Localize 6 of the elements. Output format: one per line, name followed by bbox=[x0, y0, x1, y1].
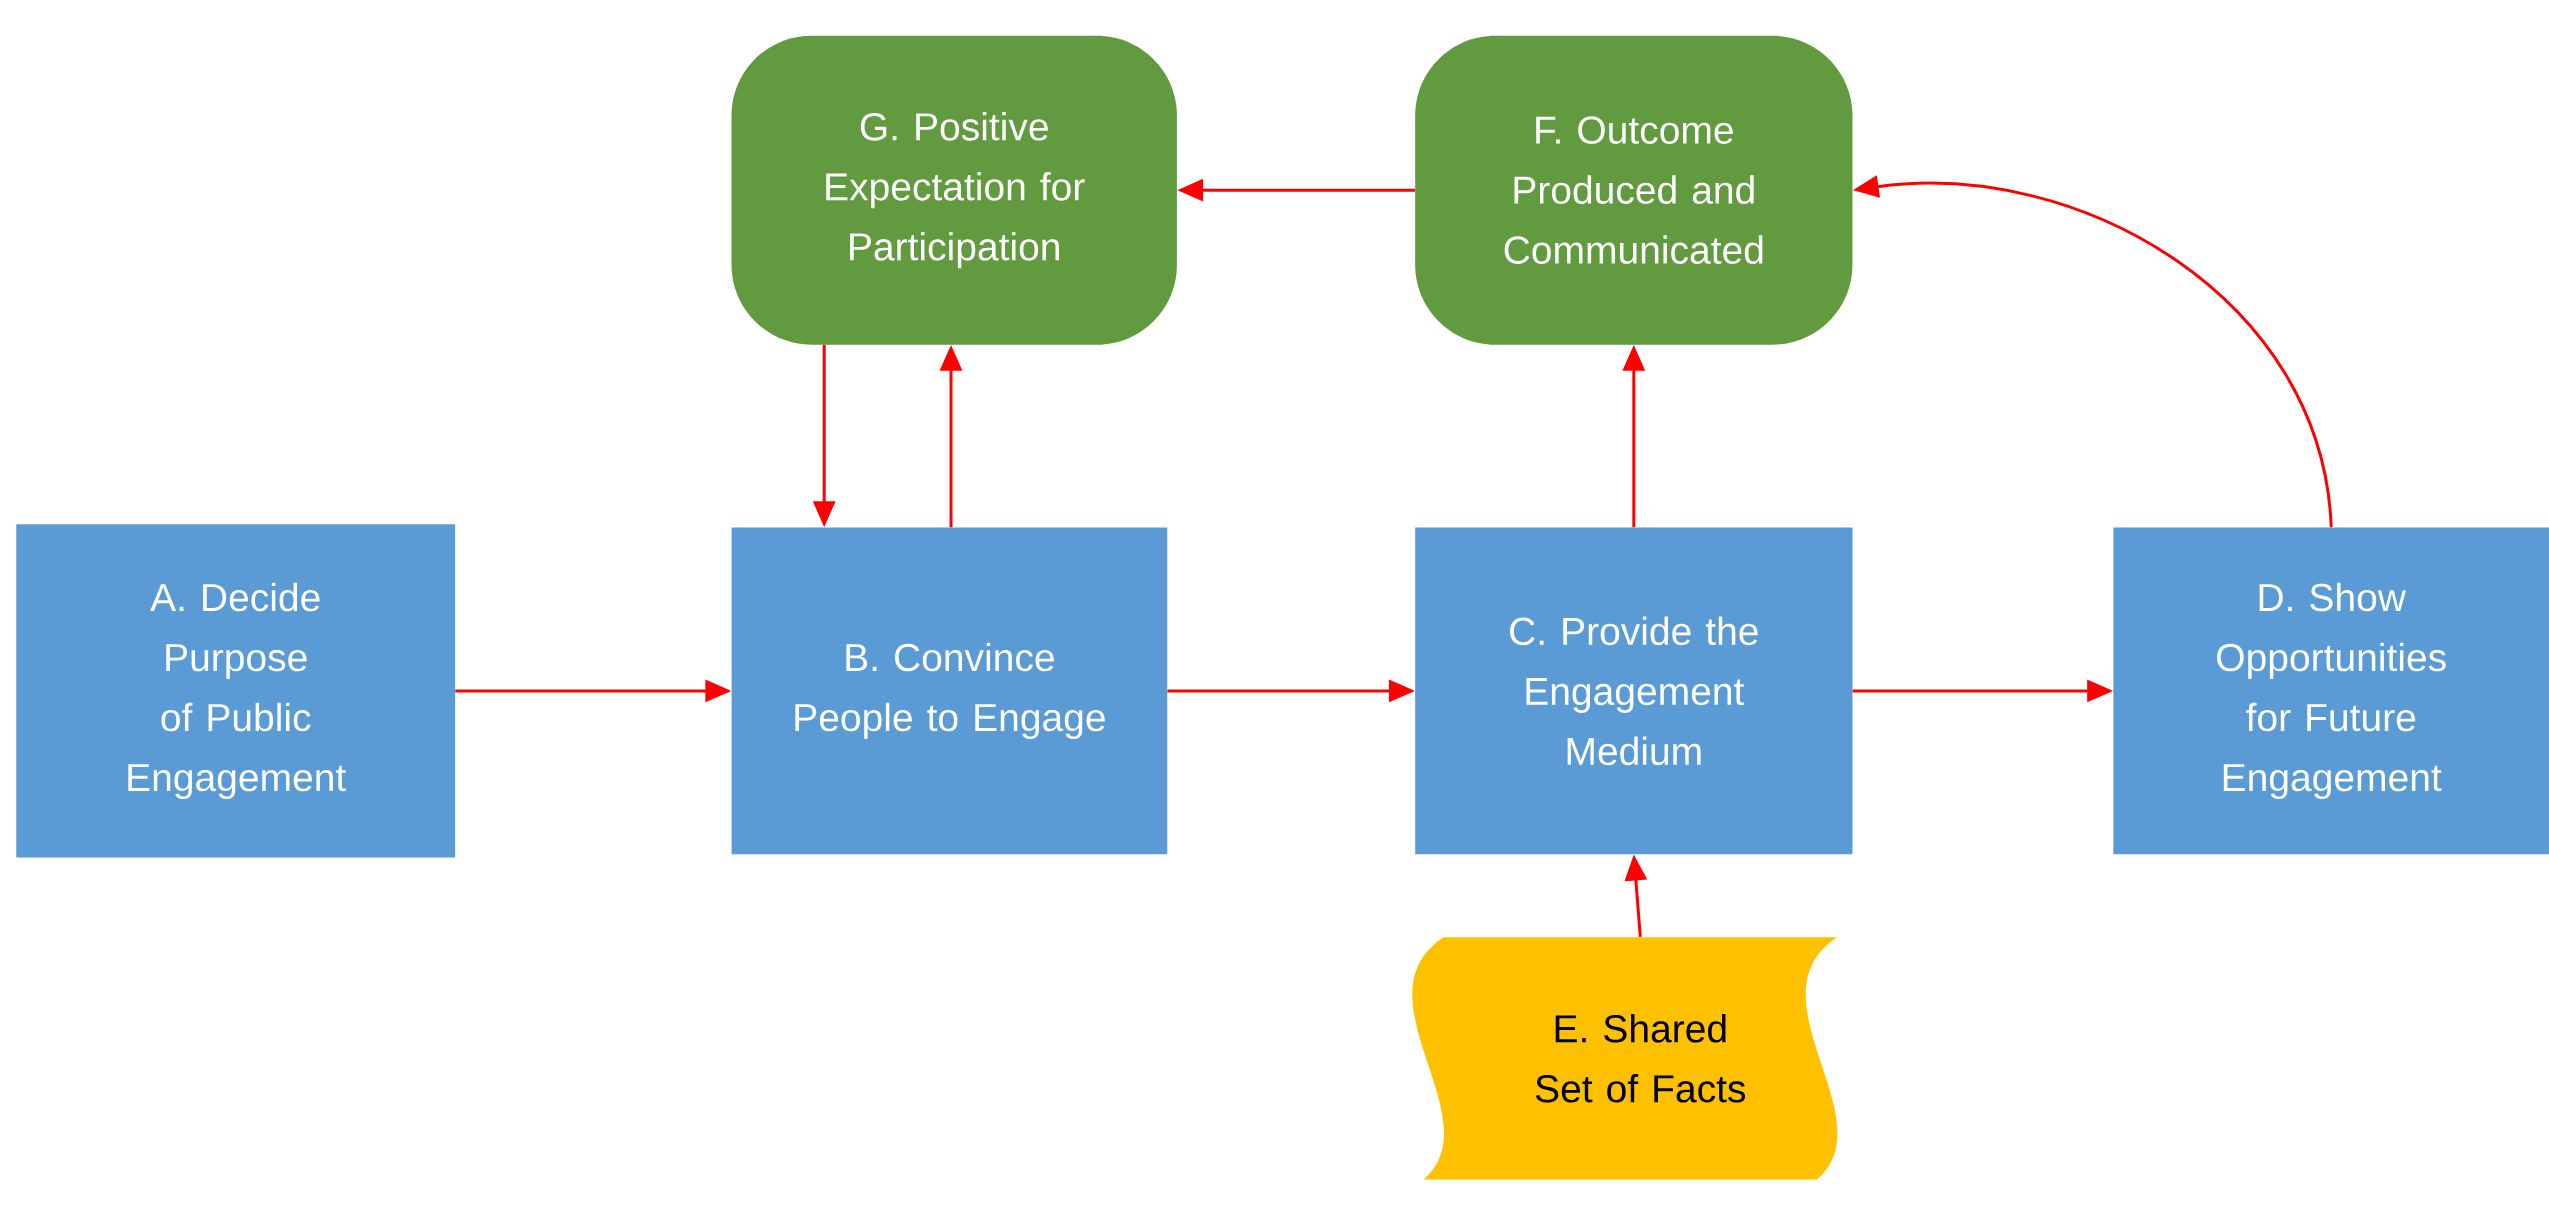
process-box: D. Show Opportunities for Future Engagement bbox=[2113, 527, 2549, 855]
process-box: C. Provide the Engagement Medium bbox=[1415, 527, 1853, 855]
process-box: B. Convince People to Engage bbox=[731, 527, 1168, 855]
rounded-box: G. Positive Expectation for Participation bbox=[731, 35, 1177, 345]
process-box: A. Decide Purpose of Public Engagement bbox=[16, 524, 456, 858]
rounded-box: F. Outcome Produced and Communicated bbox=[1415, 35, 1853, 345]
